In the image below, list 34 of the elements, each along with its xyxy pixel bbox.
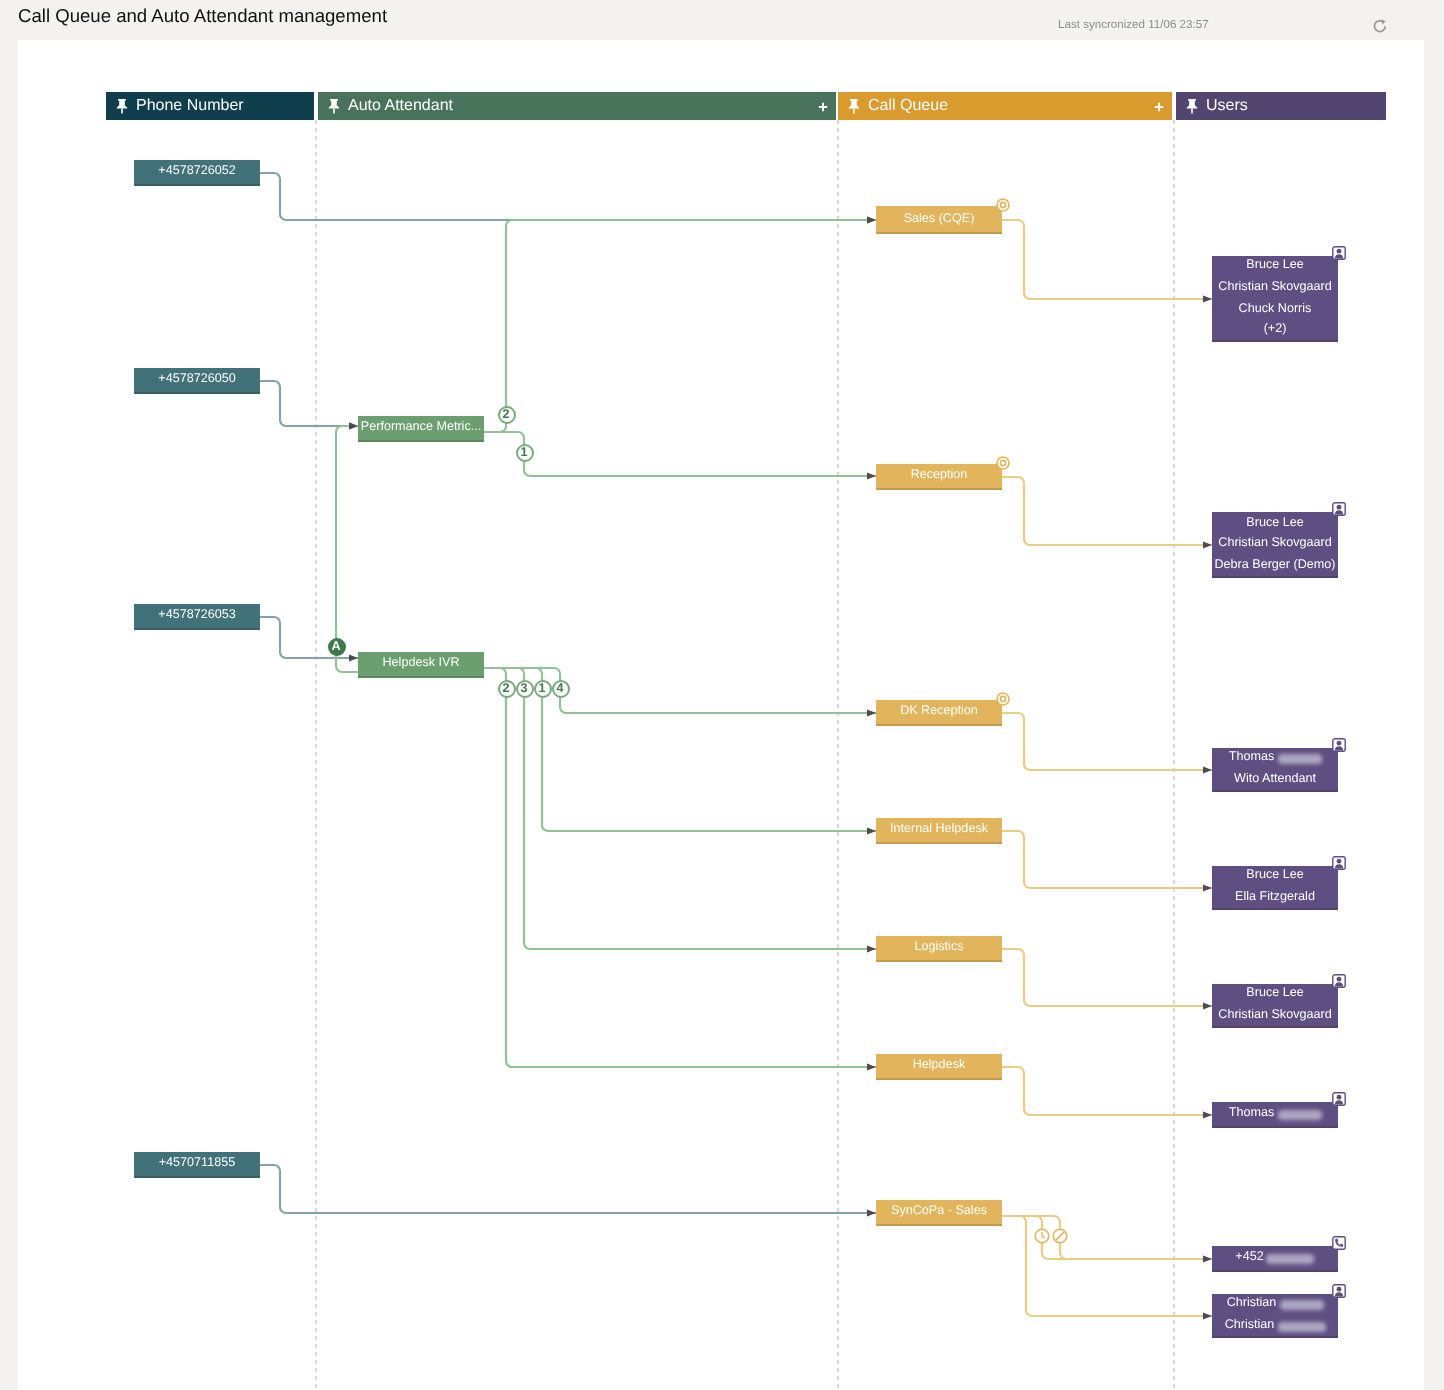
arrow	[484, 430, 876, 480]
column-title: Phone Number	[136, 94, 244, 118]
user-list-box	[1212, 256, 1338, 342]
phone-number-box	[134, 604, 260, 630]
auto-attendant-box	[358, 652, 484, 678]
page-title: Call Queue and Auto Attendant management	[18, 4, 388, 28]
user-list-box	[1212, 1294, 1338, 1338]
column-title: Auto Attendant	[348, 94, 453, 118]
user-list-box	[1212, 1102, 1338, 1128]
arrow	[260, 615, 358, 662]
column-title: Users	[1206, 94, 1248, 118]
column-header	[106, 92, 314, 120]
call-queue-box	[876, 1200, 1002, 1226]
phone-number-box	[134, 160, 260, 186]
forward-target-box	[1212, 1246, 1338, 1272]
column-title: Call Queue	[868, 94, 949, 118]
call-queue-box	[876, 1054, 1002, 1080]
user-list-box	[1212, 984, 1338, 1028]
user-list-box	[1212, 512, 1338, 578]
user-list-box	[1212, 748, 1338, 792]
phone-number-box	[134, 1152, 260, 1178]
call-queue-box	[876, 936, 1002, 962]
phone-number-box	[134, 368, 260, 394]
arrow	[484, 666, 876, 717]
call-queue-box	[876, 206, 1002, 234]
arrow	[1002, 1214, 1212, 1320]
arrow	[334, 422, 358, 674]
user-list-box	[1212, 866, 1338, 910]
call-queue-box	[876, 818, 1002, 844]
column-header	[1176, 92, 1386, 120]
call-queue-box	[876, 700, 1002, 726]
column-header	[838, 92, 1172, 120]
call-queue-box	[876, 464, 1002, 490]
column-header	[318, 92, 836, 120]
